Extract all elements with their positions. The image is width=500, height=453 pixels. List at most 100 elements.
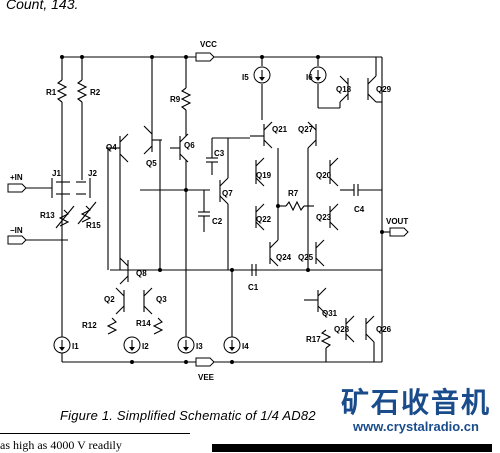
- output-vout: [382, 227, 409, 237]
- c1-label: C1: [248, 283, 259, 292]
- current-source-i3: [177, 336, 195, 354]
- capacitor-c2: [198, 190, 210, 232]
- i5-label: I5: [242, 73, 249, 82]
- resistor-r1: [56, 57, 68, 362]
- watermark-chinese: 矿石收音机: [340, 386, 491, 419]
- c3-label: C3: [214, 149, 225, 158]
- q23-label: Q23: [316, 213, 332, 222]
- q4-label: Q4: [106, 143, 117, 152]
- r13-label: R13: [40, 211, 55, 220]
- q21-label: Q21: [272, 125, 288, 134]
- q26-label: Q26: [376, 325, 392, 334]
- q22-label: Q22: [256, 215, 272, 224]
- i6-label: I6: [306, 73, 313, 82]
- jfet-j1: [51, 178, 70, 198]
- r1-label: R1: [46, 88, 57, 97]
- current-source-i5: [253, 57, 271, 120]
- capacitor-c4: [340, 184, 382, 196]
- capacitor-c1: [251, 264, 257, 276]
- input-minus: [7, 235, 68, 245]
- top-text: Count, 143.: [6, 0, 79, 12]
- capacitor-c3: [206, 137, 250, 175]
- j2-label: J2: [88, 169, 97, 178]
- resistor-r12: [106, 317, 118, 335]
- resistor-r13: [55, 205, 75, 229]
- transistor-q25: [315, 239, 325, 267]
- transistor-q2: [115, 287, 125, 315]
- r12-label: R12: [82, 321, 97, 330]
- vcc-label: VCC: [200, 40, 217, 49]
- figure-caption: Figure 1. Simplified Schematic of 1/4 AD…: [60, 408, 316, 423]
- q19-label: Q19: [256, 171, 272, 180]
- r14-label: R14: [136, 319, 151, 328]
- resistor-r17: [320, 329, 332, 362]
- q6-label: Q6: [184, 141, 195, 150]
- transistor-q8: [110, 257, 382, 285]
- junction-dots: [60, 55, 384, 364]
- q29-label: Q29: [376, 85, 392, 94]
- transistor-q29: [367, 57, 382, 103]
- transistor-q31: [304, 287, 327, 315]
- jfet-j2: [76, 178, 91, 198]
- q24-label: Q24: [276, 253, 292, 262]
- transistor-q27: [307, 121, 317, 270]
- r9-label: R9: [170, 95, 181, 104]
- bottom-text: as high as 4000 V readily: [0, 438, 122, 452]
- i4-label: I4: [242, 342, 249, 351]
- transistor-q19: [255, 157, 265, 187]
- q20-label: Q20: [316, 171, 332, 180]
- q28-label: Q28: [334, 325, 350, 334]
- q8-label: Q8: [136, 269, 147, 278]
- transistor-q18: [339, 75, 349, 108]
- current-source-i2: [123, 336, 141, 354]
- q3-label: Q3: [156, 295, 167, 304]
- watermark-url: www.crystalradio.cn: [353, 419, 479, 434]
- resistor-r2: [76, 57, 88, 180]
- r7-label: R7: [288, 189, 299, 198]
- i3-label: I3: [196, 342, 203, 351]
- transistor-q6: [170, 133, 189, 163]
- transistor-q21: [250, 121, 273, 149]
- r15-label: R15: [86, 221, 101, 230]
- current-source-i6: [309, 57, 340, 109]
- transistor-q3: [143, 287, 153, 315]
- vee-rail: [62, 357, 382, 367]
- resistor-r7: [278, 200, 314, 212]
- watermark-logo: 矿石收音机 www.crystalradio.cn: [336, 388, 496, 434]
- transistor-q20: [329, 157, 339, 187]
- q27-label: Q27: [298, 125, 314, 134]
- resistor-r14: [152, 317, 164, 335]
- plus-in-label: +IN: [10, 173, 23, 182]
- i1-label: I1: [72, 342, 79, 351]
- vcc-rail: [62, 52, 382, 62]
- resistor-r9: [180, 57, 192, 136]
- q2-label: Q2: [104, 295, 115, 304]
- q5-label: Q5: [146, 159, 157, 168]
- q18-label: Q18: [336, 85, 352, 94]
- q25-label: Q25: [298, 253, 314, 262]
- transistor-q23: [329, 203, 339, 231]
- current-source-i4: [223, 336, 241, 354]
- c4-label: C4: [354, 205, 365, 214]
- transistor-q7: [219, 138, 229, 270]
- c2-label: C2: [212, 217, 223, 226]
- q31-label: Q31: [322, 309, 338, 318]
- transistor-q24: [269, 239, 279, 267]
- transistor-q28: [345, 315, 355, 343]
- r2-label: R2: [90, 88, 101, 97]
- minus-in-label: −IN: [10, 226, 23, 235]
- vout-label: VOUT: [386, 217, 408, 226]
- vee-label: VEE: [198, 373, 215, 382]
- resistor-r15: [77, 201, 97, 225]
- divider-rule: [0, 433, 190, 434]
- black-bar: [212, 444, 492, 452]
- transistor-q26: [365, 315, 375, 362]
- schematic-diagram: VCC VEE +IN −IN VOUT R1 R2 R9 R13 R15 R7…: [7, 40, 409, 382]
- q7-label: Q7: [222, 189, 233, 198]
- transistor-q5: [143, 57, 162, 155]
- r17-label: R17: [306, 335, 321, 344]
- input-plus: [7, 183, 52, 193]
- j1-label: J1: [52, 169, 61, 178]
- current-source-i1: [53, 336, 71, 354]
- transistor-q22: [255, 203, 265, 231]
